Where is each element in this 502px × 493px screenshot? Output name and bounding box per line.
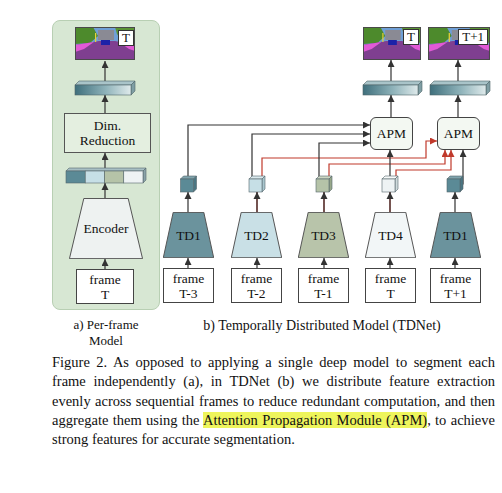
flow-arrow: [324, 150, 445, 212]
cube-side: [194, 176, 197, 192]
encoder-block: Encoder: [69, 198, 143, 259]
flow-arrow: [390, 60, 391, 117]
node-label: Encoder: [84, 221, 129, 236]
encoder-block: TD2: [231, 212, 282, 258]
arrowhead: [185, 192, 192, 199]
node-label: APM: [377, 126, 406, 141]
encoder-block: TD1: [430, 212, 481, 258]
flow-arrow: [457, 60, 458, 117]
encoder-block: TD1: [163, 212, 214, 258]
node-label: TD2: [244, 228, 269, 243]
panel-title: a) Per-frame Model: [64, 317, 148, 349]
trapezoid-shape: [298, 212, 348, 257]
arrowhead: [387, 192, 394, 199]
trapezoid-shape: [365, 212, 415, 257]
node-label: frame T+1: [438, 271, 474, 301]
node-label: frame T-2: [239, 271, 275, 301]
flow-arrow: [389, 258, 390, 268]
attention-module: APM: [437, 117, 480, 150]
cube-top: [249, 176, 265, 179]
node-label: TD4: [378, 228, 403, 243]
feature-bar-top: [363, 81, 422, 85]
node-label: TD3: [311, 228, 336, 243]
encoder-block: TD4: [365, 212, 416, 258]
feature-bar-front: [363, 85, 418, 95]
node-label: Dim. Reduction: [78, 118, 138, 148]
flow-arrow: [252, 134, 370, 212]
cube-side: [395, 176, 398, 192]
output-image-node: T: [363, 27, 421, 60]
input-frame: frame T-2: [231, 268, 282, 303]
feature-bar-front: [430, 85, 486, 95]
cube-top: [181, 176, 197, 179]
output-image: [363, 27, 421, 60]
trapezoid-shape: [430, 212, 480, 257]
node-label: frame T: [87, 272, 123, 302]
model-panel: TDim. ReductionEncoderframe Ta) Per-fram…: [52, 20, 160, 310]
arrowhead: [388, 95, 395, 102]
flow-arrow: [257, 141, 437, 212]
flow-arrow: [454, 258, 455, 268]
arrowhead: [321, 192, 328, 199]
feature-cube: [382, 179, 395, 192]
feature-cubes: [181, 176, 464, 192]
flow-arrow: [256, 258, 257, 268]
cube-top: [316, 176, 332, 179]
cube-top: [447, 176, 463, 179]
output-image: [428, 27, 490, 60]
feature-bar-top: [430, 81, 490, 85]
subfigure-caption: b) Temporally Distributed Model (TDNet): [172, 318, 472, 334]
input-frame: frame T: [76, 269, 134, 304]
feature-cube: [316, 179, 329, 192]
input-frame: frame T-1: [298, 268, 349, 303]
input-frame: frame T-3: [163, 268, 214, 303]
node-label: T+1: [458, 29, 488, 45]
encoder-block: TD3: [298, 212, 349, 258]
node-label: TD1: [176, 228, 201, 243]
trapezoid-shape: [163, 212, 213, 257]
node-label: T: [403, 29, 419, 45]
process-box: Dim. Reduction: [64, 113, 151, 153]
feature-cube: [249, 179, 262, 192]
trapezoid-shape: [231, 212, 281, 257]
feature-cube: [181, 179, 194, 192]
node-label: T: [118, 30, 134, 46]
input-frame: frame T+1: [430, 268, 481, 303]
arrowhead: [254, 192, 261, 199]
figure-caption: Figure 2. As opposed to applying a singl…: [52, 353, 495, 449]
flow-arrow: [455, 150, 463, 212]
highlighted-text: Attention Propagation Module (APM): [203, 412, 427, 428]
node-label: frame T: [373, 271, 409, 301]
arrowhead: [452, 192, 459, 199]
flow-arrow: [390, 150, 451, 212]
flow-arrow: [323, 258, 324, 268]
cube-side: [329, 176, 332, 192]
output-image-node: T+1: [428, 27, 490, 60]
arrowhead: [455, 95, 462, 102]
flow-arrow: [187, 258, 188, 268]
feature-bar-side: [418, 81, 422, 95]
cube-side: [262, 176, 265, 192]
node-label: frame T-3: [171, 271, 207, 301]
flow-arrow: [319, 143, 370, 212]
node-label: APM: [444, 126, 473, 141]
flow-arrow: [188, 125, 370, 212]
flow-arrow: [389, 150, 390, 212]
attention-module: APM: [370, 117, 413, 150]
cube-side: [460, 176, 463, 192]
input-frame: frame T: [365, 268, 416, 303]
output-image-node: T: [76, 28, 136, 61]
node-label: frame T-1: [306, 271, 342, 301]
cube-top: [382, 176, 398, 179]
feature-cube: [447, 179, 460, 192]
node-label: TD1: [443, 228, 468, 243]
trapezoid-shape: [69, 198, 142, 258]
feature-bar-side: [486, 81, 490, 95]
